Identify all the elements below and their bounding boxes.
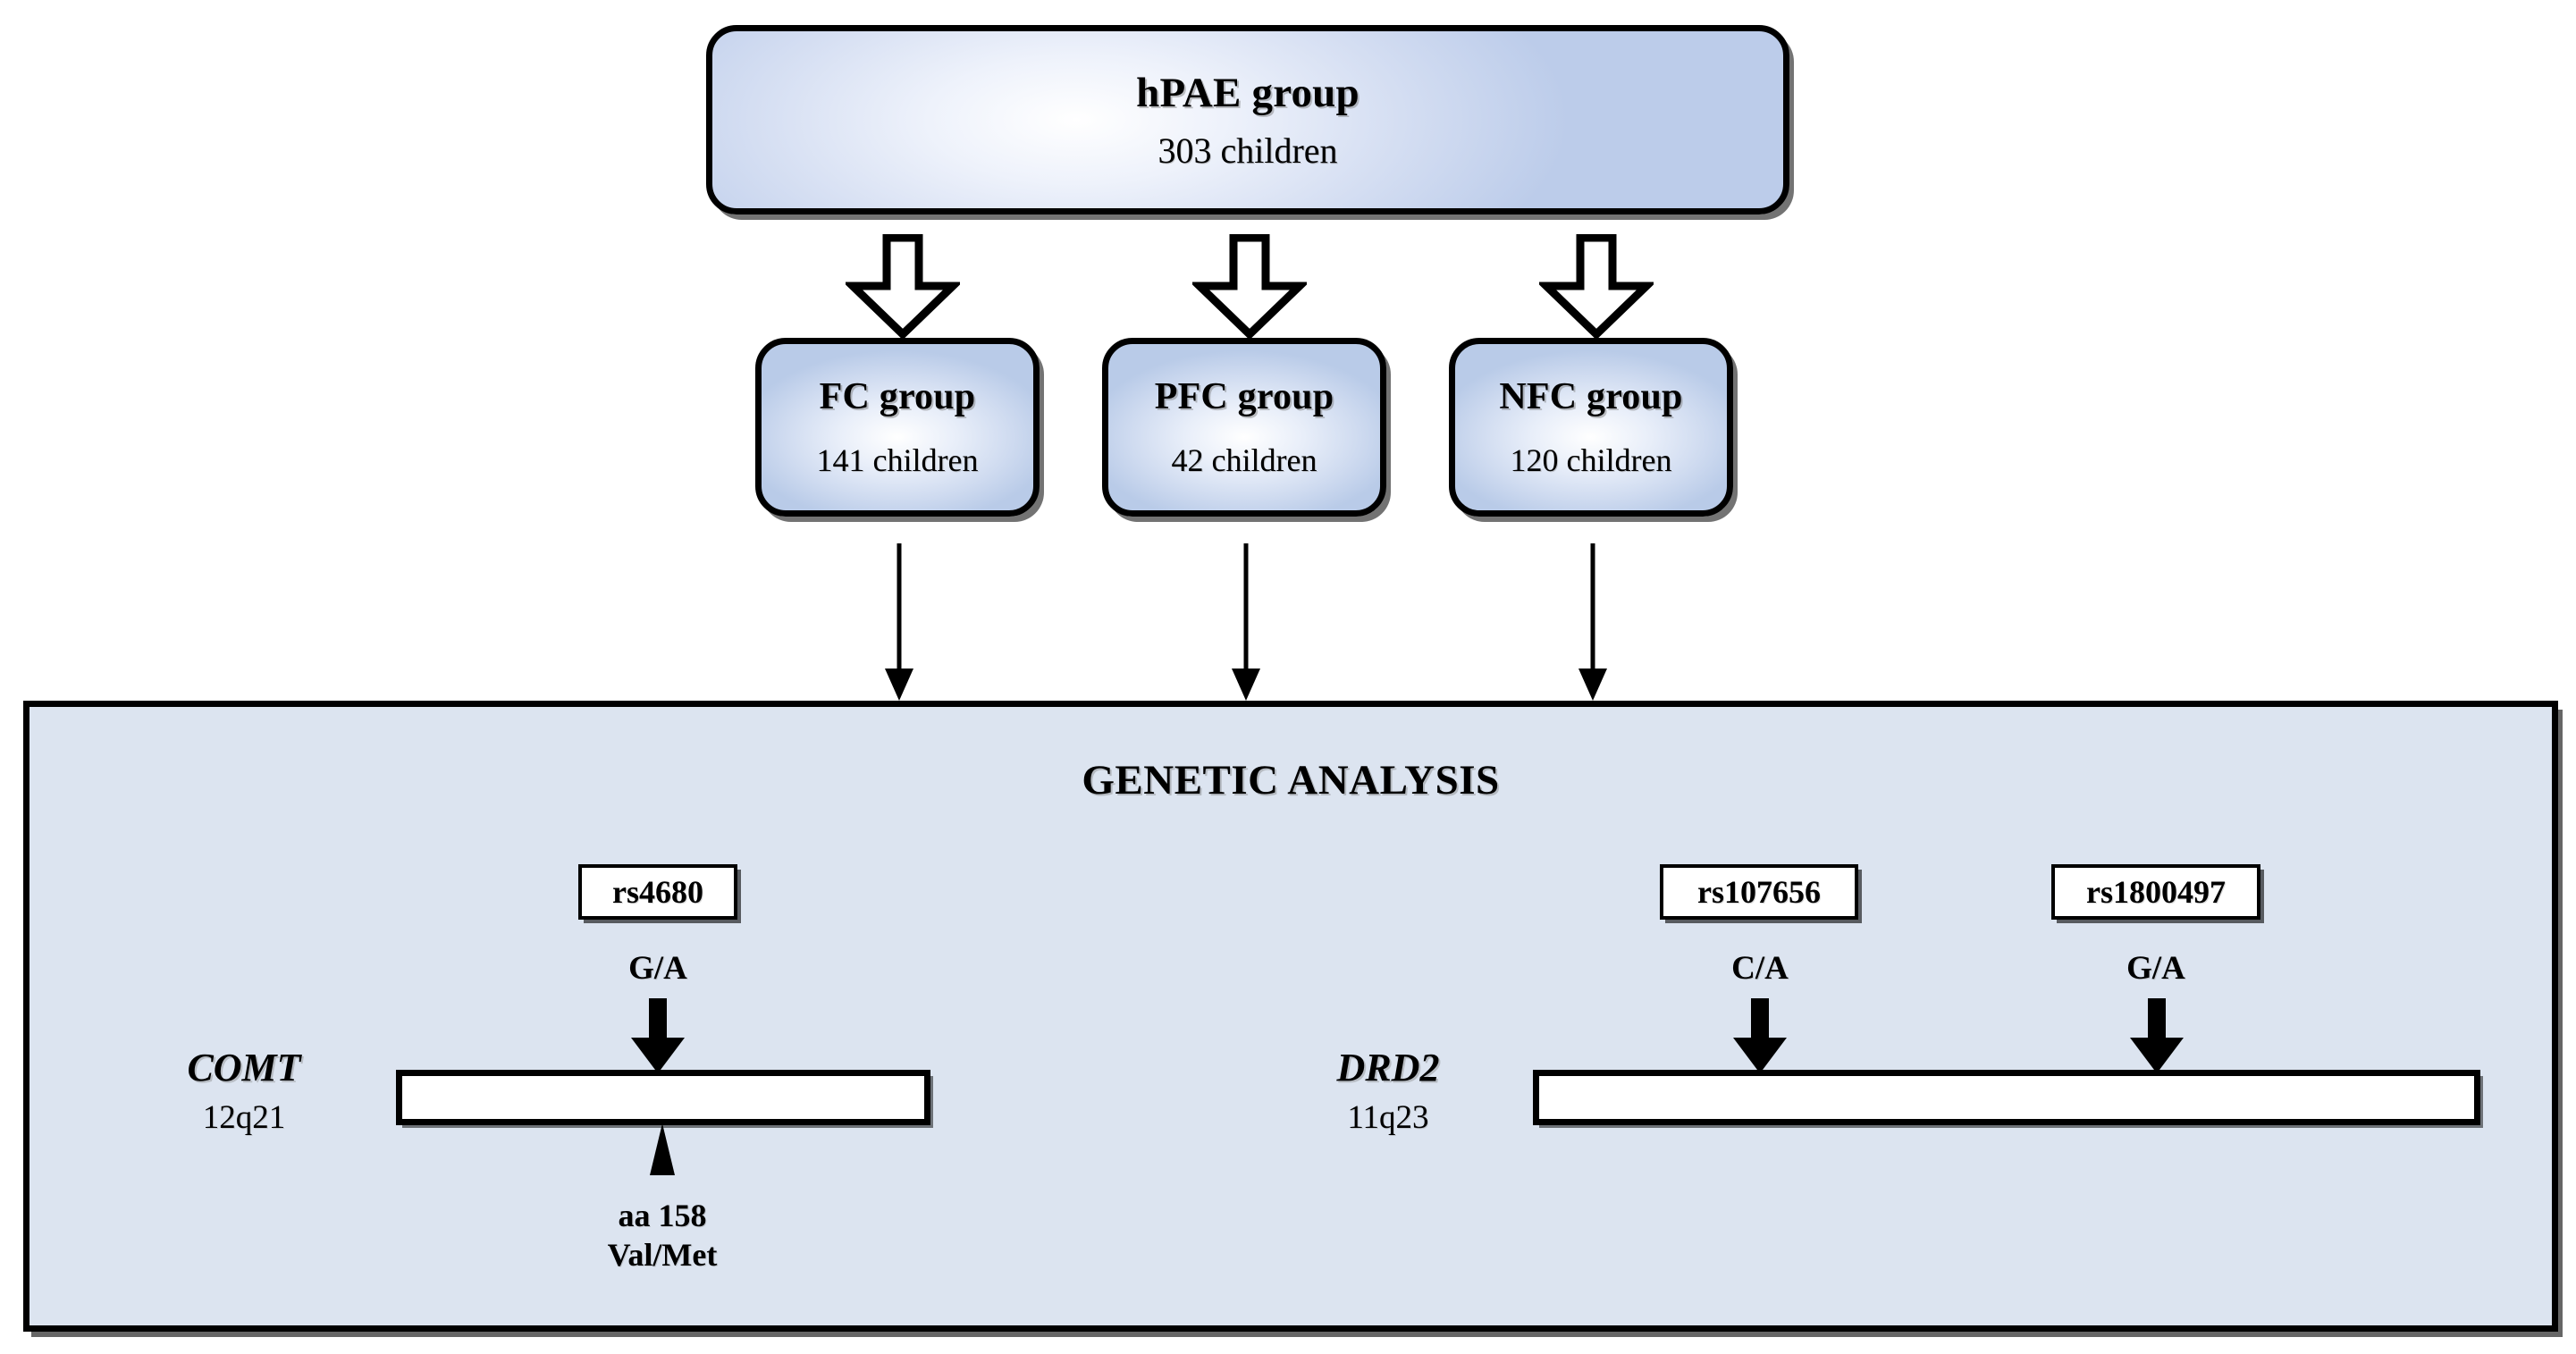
gene-bar-drd2 [1533,1070,2480,1125]
connector-arrow-fc [885,543,913,701]
pfc-group-box: PFC group 42 children [1102,338,1386,517]
gene-name-comt: COMT [128,1045,360,1090]
pfc-group-count: 42 children [1171,442,1317,478]
hpae-group-title: hPAE group [1136,69,1360,116]
comt-aa-line2: Val/Met [607,1236,718,1273]
gene-locus-comt: 12q21 [128,1098,360,1137]
comt-aa-annotation: aa 158 Val/Met [555,1197,770,1275]
nfc-group-box: NFC group 120 children [1449,338,1733,517]
allele-text-rs107656: C/A [1731,950,1789,987]
gene-bar-comt [396,1070,930,1125]
genetic-analysis-title: GENETIC ANALYSIS [1082,757,1500,803]
solid-arrow-rs1800497 [2130,998,2184,1073]
gene-locus-comt-text: 12q21 [202,1099,286,1136]
gene-name-drd2-text: DRD2 [1336,1046,1440,1089]
gene-locus-drd2-text: 11q23 [1347,1099,1429,1136]
snp-box-rs4680: rs4680 [578,864,737,920]
snp-label-rs107656: rs107656 [1697,874,1821,910]
pfc-group-title: PFC group [1154,376,1334,417]
genetic-analysis-panel: GENETIC ANALYSIS rs4680 G/A COMT 12q21 a… [23,701,2558,1332]
block-arrow-to-nfc [1539,234,1654,340]
fc-group-title: FC group [819,376,976,417]
connector-arrow-pfc [1232,543,1260,701]
gene-name-comt-text: COMT [187,1046,301,1089]
snp-box-rs107656: rs107656 [1660,864,1858,920]
nfc-group-title: NFC group [1499,376,1683,417]
block-arrow-to-fc [846,234,960,340]
triangle-marker-comt [650,1123,675,1175]
fc-group-count: 141 children [816,442,979,478]
gene-locus-drd2: 11q23 [1272,1098,1504,1137]
allele-text-rs4680: G/A [628,950,687,987]
allele-label-rs4680: G/A [577,949,738,988]
hpae-group-box: hPAE group 303 children [706,25,1789,214]
gene-name-drd2: DRD2 [1272,1045,1504,1090]
snp-label-rs4680: rs4680 [612,874,703,910]
solid-arrow-rs4680 [631,998,685,1073]
hpae-group-count: 303 children [1158,130,1338,171]
allele-label-rs1800497: G/A [2051,949,2260,988]
block-arrow-to-pfc [1192,234,1307,340]
connector-arrow-nfc [1578,543,1607,701]
snp-label-rs1800497: rs1800497 [2086,874,2226,910]
allele-text-rs1800497: G/A [2126,950,2185,987]
fc-group-box: FC group 141 children [755,338,1040,517]
comt-aa-line1: aa 158 [618,1198,707,1233]
nfc-group-count: 120 children [1510,442,1672,478]
snp-box-rs1800497: rs1800497 [2051,864,2260,920]
solid-arrow-rs107656 [1733,998,1787,1073]
allele-label-rs107656: C/A [1661,949,1859,988]
